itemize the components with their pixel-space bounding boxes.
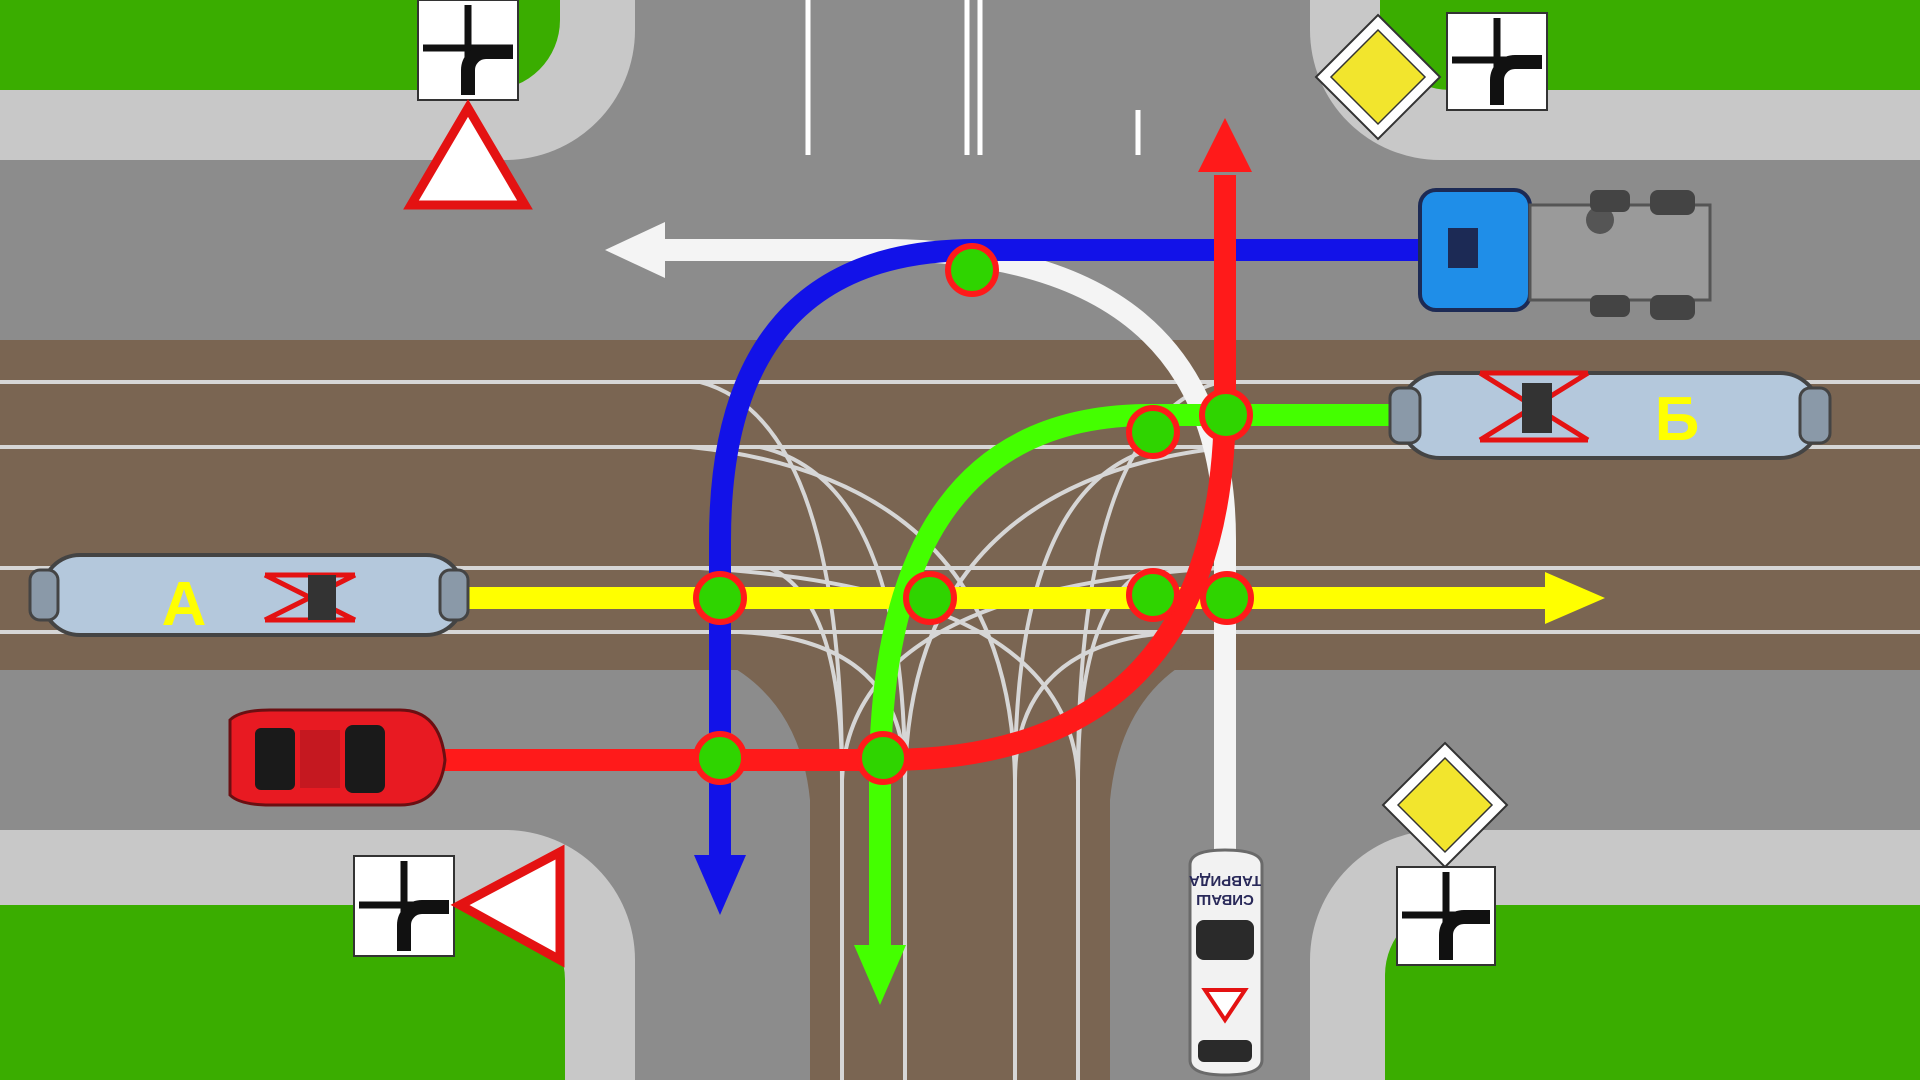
training-car-text-line2: СИВАШ: [1196, 891, 1254, 908]
conflict-point: [856, 731, 910, 785]
conflict-point: [1200, 571, 1254, 625]
conflict-point: [693, 571, 747, 625]
training-car: ТАВРИДА СИВАШ: [1188, 848, 1264, 1077]
yield-sign-icon: [450, 844, 565, 968]
tram-a: А: [28, 553, 470, 639]
sign-top-right: [1314, 12, 1548, 141]
tram-b-label: Б: [1655, 385, 1700, 454]
sign-bottom-left: [353, 844, 565, 968]
conflict-point: [1199, 388, 1253, 442]
conflict-points: [693, 243, 1254, 785]
training-car-sign-icon: [1201, 988, 1249, 1024]
lane-markings: [805, 0, 1141, 155]
conflict-point: [1126, 405, 1180, 459]
conflict-point: [903, 571, 957, 625]
conflict-point: [945, 243, 999, 297]
truck-icon: [1418, 188, 1712, 320]
yield-sign-icon: [403, 99, 533, 210]
path-blue: [694, 239, 1430, 915]
training-car-text-line1: ТАВРИДА: [1189, 872, 1261, 889]
path-yellow: [465, 572, 1605, 624]
corner-top-left: [0, 0, 635, 160]
tram-rails: [0, 380, 1920, 1080]
conflict-point: [1126, 568, 1180, 622]
path-green: [854, 404, 1400, 1005]
tram-a-label: А: [162, 570, 207, 639]
conflict-point: [693, 731, 747, 785]
sign-bottom-right: [1381, 741, 1509, 966]
tram-b: Б: [1388, 370, 1832, 460]
car-icon: [228, 708, 447, 807]
path-red: [440, 118, 1252, 771]
sign-top-left: [403, 0, 533, 210]
